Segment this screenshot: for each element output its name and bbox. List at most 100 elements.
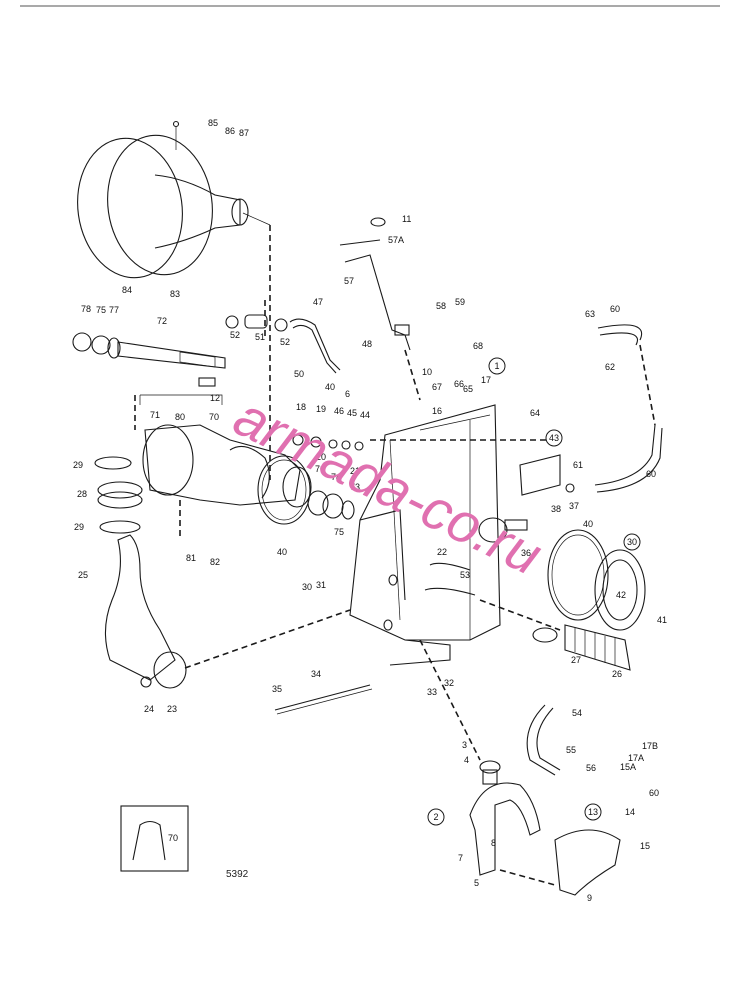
part-callout: 25 xyxy=(78,570,88,580)
part-callout: 6 xyxy=(345,389,350,399)
part-callout: 14 xyxy=(625,807,635,817)
part-callout: 75 xyxy=(334,527,344,537)
part-callout: 80 xyxy=(175,412,185,422)
part-callout: 32 xyxy=(444,678,454,688)
part-callout: 46 xyxy=(334,406,344,416)
part-callout: 24 xyxy=(144,704,154,714)
water-hose-60 xyxy=(597,324,643,341)
callout-circle xyxy=(584,803,602,821)
part-callout: 82 xyxy=(210,557,220,567)
cover-13 xyxy=(554,829,621,896)
shaft-bracket xyxy=(139,394,223,405)
part-callout: 84 xyxy=(122,285,132,295)
part-callout: 20 xyxy=(316,452,326,462)
part-callout: 31 xyxy=(316,580,326,590)
part-callout: 10 xyxy=(422,367,432,377)
part-callout: 7 xyxy=(458,853,463,863)
part-callout: 45 xyxy=(347,408,357,418)
part-callout: 17 xyxy=(481,375,491,385)
bracket-43 xyxy=(519,454,561,496)
part-callout: 37 xyxy=(569,501,579,511)
part-callout: 12 xyxy=(210,393,220,403)
part-callout: 57A xyxy=(388,235,404,245)
part-callout: 53 xyxy=(460,570,470,580)
part-callout: 66 xyxy=(454,379,464,389)
part-callout: 70 xyxy=(168,833,178,843)
part-callout: 41 xyxy=(657,615,667,625)
callout-circle-label: 1 xyxy=(494,361,499,371)
part-callout: 3 xyxy=(462,740,467,750)
part-callout: 29 xyxy=(74,522,84,532)
part-callout: 51 xyxy=(255,332,265,342)
part-callout: 54 xyxy=(572,708,582,718)
part-callout: 70 xyxy=(209,412,219,422)
bellows-assembly xyxy=(94,456,143,534)
part-callout: 9 xyxy=(587,893,592,903)
part-callout: 75 xyxy=(96,305,106,315)
ring-30 xyxy=(594,549,646,631)
part-callout: 47 xyxy=(313,297,323,307)
coupling-fittings xyxy=(225,314,288,332)
callout-circle-label: 43 xyxy=(549,433,559,443)
part-callout: 73 xyxy=(350,482,360,492)
circled-callout: 30 xyxy=(623,533,641,551)
part-callout: 42 xyxy=(616,590,626,600)
circled-callout: 43 xyxy=(545,429,563,447)
part-callout: 27 xyxy=(571,655,581,665)
o-ring-right xyxy=(547,529,609,621)
part-callout: 17A xyxy=(628,753,644,763)
part-callout: 15A xyxy=(620,762,636,772)
part-callout: 5 xyxy=(474,878,479,888)
part-callout: 81 xyxy=(186,553,196,563)
drive-shaft xyxy=(72,332,226,387)
part-callout: 34 xyxy=(311,669,321,679)
part-callout: 57 xyxy=(344,276,354,286)
part-callout: 19 xyxy=(316,404,326,414)
transom-shield xyxy=(349,404,501,666)
callout-circle-label: 30 xyxy=(627,537,637,547)
pipe-47 xyxy=(289,318,341,371)
circled-callout: 1 xyxy=(488,357,506,375)
part-callout: 16 xyxy=(432,406,442,416)
part-callout: 62 xyxy=(605,362,615,372)
part-callout: 40 xyxy=(583,519,593,529)
shift-rod xyxy=(339,217,411,351)
callout-circle xyxy=(545,429,563,447)
part-callout: 67 xyxy=(432,382,442,392)
part-callout: 61 xyxy=(573,460,583,470)
part-callout: 60 xyxy=(649,788,659,798)
part-callout: 83 xyxy=(170,289,180,299)
part-callout: 68 xyxy=(473,341,483,351)
part-callout: 21 xyxy=(350,466,360,476)
part-callout: 71 xyxy=(150,410,160,420)
part-callout: 18 xyxy=(296,402,306,412)
part-callout: 30 xyxy=(302,582,312,592)
part-callout: 56 xyxy=(586,763,596,773)
watermark: armada-co.ru xyxy=(225,384,552,587)
part-callout: 4 xyxy=(464,755,469,765)
bolt-34 xyxy=(274,684,371,711)
part-callout: 52 xyxy=(280,337,290,347)
part-callout: 40 xyxy=(277,547,287,557)
part-callout: 86 xyxy=(225,126,235,136)
part-callout: 44 xyxy=(360,410,370,420)
flywheel-housing xyxy=(77,120,271,279)
part-callout: 11 xyxy=(402,214,411,224)
circled-callout: 2 xyxy=(427,808,445,826)
part-callout: 15 xyxy=(640,841,650,851)
o-ring-40 xyxy=(257,455,311,525)
part-callout: 87 xyxy=(239,128,249,138)
part-callout: 85 xyxy=(208,118,218,128)
washers xyxy=(292,434,364,451)
part-callout: 29 xyxy=(73,460,83,470)
part-callout: 64 xyxy=(530,408,540,418)
callout-circle xyxy=(488,357,506,375)
bellows-26 xyxy=(532,624,631,671)
part-callout: 38 xyxy=(551,504,561,514)
part-callout: 60 xyxy=(646,469,656,479)
part-callout: 26 xyxy=(612,669,622,679)
part-callout: 28 xyxy=(77,489,87,499)
part-callout: 23 xyxy=(167,704,177,714)
